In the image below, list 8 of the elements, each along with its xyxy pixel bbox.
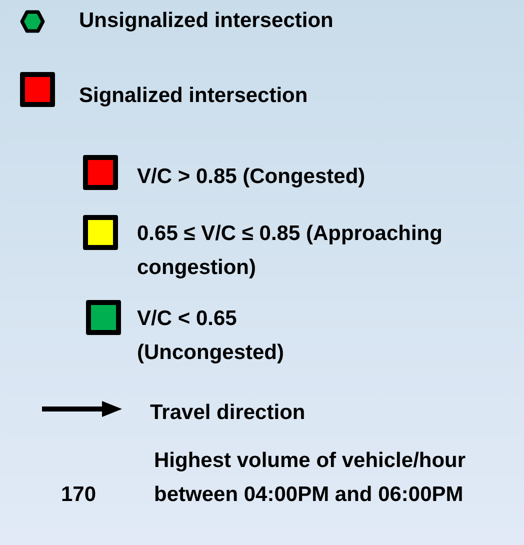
legend-text: Travel direction — [150, 400, 306, 426]
legend-text: Unsignalized intersection — [79, 8, 334, 34]
legend-text: Signalized intersection — [79, 83, 309, 109]
legend-text: V/C > 0.85 (Congested) — [137, 164, 366, 190]
legend-text: Highest volume of vehicle/hour between 04:00PM and 06:00PM — [154, 448, 467, 508]
legend-text: V/C < 0.65 (Uncongested) — [137, 306, 285, 366]
volume-number: 170 — [61, 482, 96, 508]
legend-text: 0.65 ≤ V/C ≤ 0.85 (Approaching congestion) — [137, 221, 444, 281]
